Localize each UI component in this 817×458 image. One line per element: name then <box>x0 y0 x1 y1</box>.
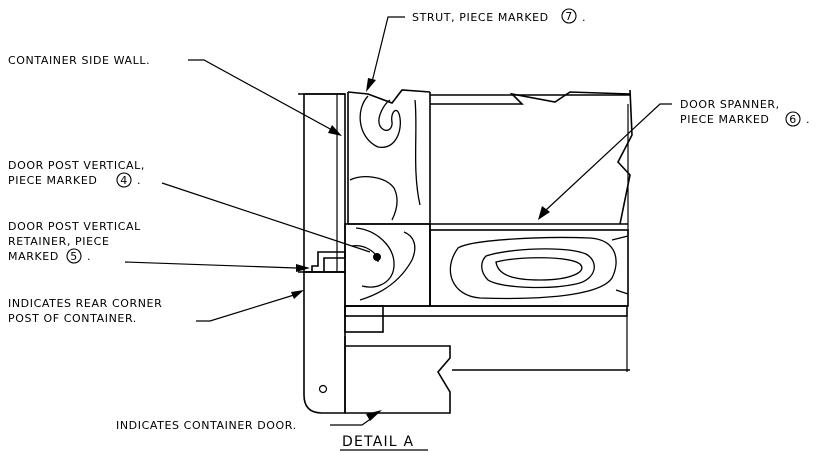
label-rear-corner-2: POST OF CONTAINER. <box>8 312 137 325</box>
svg-text:4: 4 <box>120 174 128 187</box>
label-door-spanner-1: DOOR SPANNER, <box>680 98 780 111</box>
svg-text:6: 6 <box>789 113 797 126</box>
label-side-wall: CONTAINER SIDE WALL. <box>8 54 150 67</box>
leader-strut <box>366 16 405 92</box>
container-side-wall <box>298 93 346 273</box>
circled-number-7: 7 <box>561 8 577 24</box>
label-post-vertical-1: DOOR POST VERTICAL, <box>8 159 145 172</box>
door-spanner-piece-6 <box>348 89 633 235</box>
label-retainer-3: MARKED <box>8 250 59 263</box>
circled-number-4: 4 <box>116 172 132 188</box>
leader-side-wall <box>188 59 342 136</box>
svg-text:5: 5 <box>70 250 78 263</box>
label-strut: STRUT, PIECE MARKED <box>412 11 549 24</box>
leader-post-vertical <box>161 182 381 261</box>
svg-text:.: . <box>582 11 586 24</box>
door-post-vertical-piece-4 <box>344 223 431 307</box>
svg-text:.: . <box>806 113 810 126</box>
leader-retainer <box>124 261 310 272</box>
rear-corner-post <box>298 271 346 414</box>
leader-door-spanner <box>538 103 672 220</box>
svg-text:7: 7 <box>565 10 573 23</box>
circled-number-5: 5 <box>66 248 82 264</box>
label-container-door: INDICATES CONTAINER DOOR. <box>116 419 297 432</box>
leader-container-door <box>330 410 382 426</box>
label-retainer-2: RETAINER, PIECE <box>8 235 110 248</box>
leader-rear-corner <box>196 290 304 322</box>
svg-text:.: . <box>87 250 91 263</box>
label-door-spanner-2: PIECE MARKED <box>680 113 769 126</box>
label-post-vertical-2: PIECE MARKED <box>8 174 97 187</box>
strut-piece-7 <box>347 89 431 224</box>
svg-text:.: . <box>137 174 141 187</box>
label-rear-corner-1: INDICATES REAR CORNER <box>8 297 162 310</box>
label-retainer-1: DOOR POST VERTICAL <box>8 220 141 233</box>
container-door <box>344 305 630 414</box>
detail-title: DETAIL A <box>342 434 414 450</box>
circled-number-6: 6 <box>785 111 801 127</box>
retainer-piece-5 <box>311 251 384 333</box>
door-spanner-end-grain <box>429 229 629 307</box>
